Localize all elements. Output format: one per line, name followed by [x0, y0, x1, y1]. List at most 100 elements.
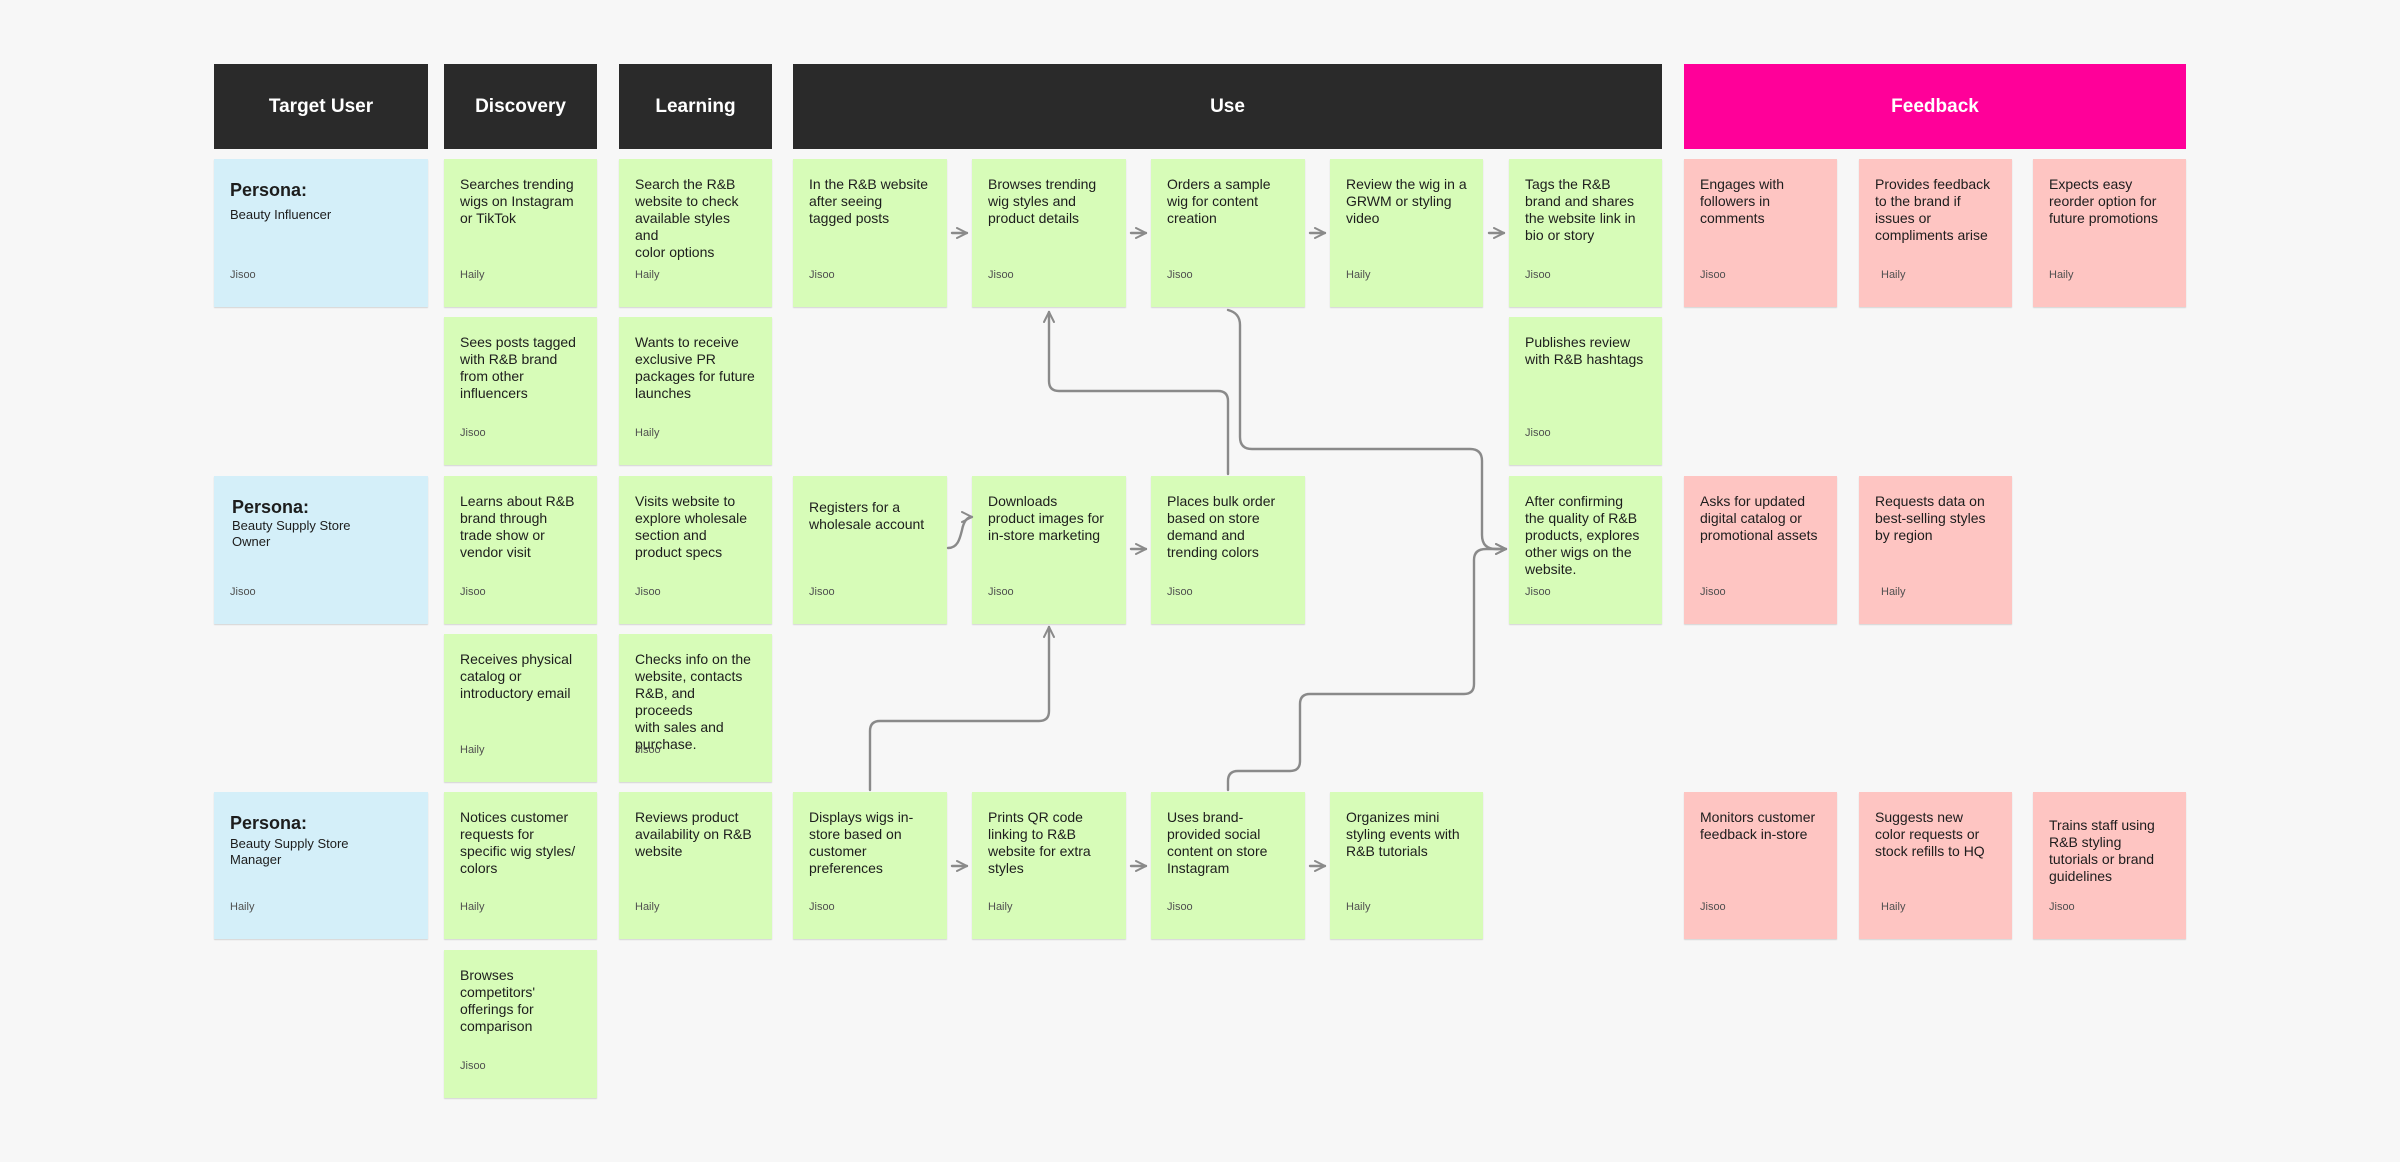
note-text: Trains staff using R&B styling tutorials… — [2049, 817, 2155, 884]
sticky-note[interactable]: Checks info on the website, contacts R&B… — [619, 634, 772, 782]
note-author: Haily — [2049, 269, 2074, 281]
note-author: Jisoo — [1525, 586, 1551, 598]
note-text: Receives physical catalog or introductor… — [460, 651, 573, 701]
note-author: Haily — [1881, 901, 1906, 913]
note-author: Jisoo — [988, 269, 1014, 281]
sticky-note[interactable]: Learns about R&B brand through trade sho… — [444, 476, 597, 624]
sticky-note[interactable]: Publishes review with R&B hashtags Jisoo — [1509, 317, 1662, 465]
sticky-note[interactable]: Review the wig in a GRWM or styling vide… — [1330, 159, 1483, 307]
note-author: Haily — [460, 901, 485, 913]
sticky-note[interactable]: Expects easy reorder option for future p… — [2033, 159, 2186, 307]
note-author: Jisoo — [809, 901, 835, 913]
note-author: Jisoo — [460, 427, 486, 439]
note-author: Jisoo — [988, 586, 1014, 598]
note-text: Tags the R&B brand and shares the websit… — [1525, 176, 1636, 243]
note-text: Visits website to explore wholesale sect… — [635, 493, 748, 560]
note-author: Jisoo — [1700, 901, 1726, 913]
note-text: Publishes review with R&B hashtags — [1525, 334, 1644, 367]
sticky-note[interactable]: Displays wigs in- store based on custome… — [793, 792, 947, 939]
note-author: Jisoo — [460, 1060, 486, 1072]
header-discovery: Discovery — [444, 64, 597, 149]
note-text: Sees posts tagged with R&B brand from ot… — [460, 334, 576, 401]
note-text: Uses brand- provided social content on s… — [1167, 809, 1268, 876]
sticky-note[interactable]: Requests data on best-selling styles by … — [1859, 476, 2012, 624]
sticky-note[interactable]: Browses competitors' offerings for compa… — [444, 950, 597, 1098]
connector-arrow — [946, 511, 974, 550]
note-text: Browses trending wig styles and product … — [988, 176, 1097, 226]
note-author: Haily — [635, 427, 660, 439]
note-author: Haily — [1346, 269, 1371, 281]
sticky-note[interactable]: Tags the R&B brand and shares the websit… — [1509, 159, 1662, 307]
sticky-note[interactable]: Search the R&B website to check availabl… — [619, 159, 772, 307]
note-text: Monitors customer feedback in-store — [1700, 809, 1816, 842]
persona-title: Persona: — [232, 497, 310, 517]
sticky-note[interactable]: Suggests new color requests or stock ref… — [1859, 792, 2012, 939]
note-text: Engages with followers in comments — [1700, 176, 1785, 226]
persona-store-manager[interactable]: Persona: Beauty Supply Store Manager Hai… — [214, 792, 428, 939]
note-text: Reviews product availability on R&B webs… — [635, 809, 752, 859]
sticky-note[interactable]: In the R&B website after seeing tagged p… — [793, 159, 947, 307]
sticky-note[interactable]: Wants to receive exclusive PR packages f… — [619, 317, 772, 465]
connector-arrow — [1043, 310, 1230, 476]
note-text: Search the R&B website to check availabl… — [635, 176, 739, 260]
persona-name: Beauty Supply Store Manager — [230, 836, 349, 867]
note-text: Registers for a wholesale account — [809, 499, 925, 532]
sticky-note[interactable]: Browses trending wig styles and product … — [972, 159, 1126, 307]
persona-beauty-influencer[interactable]: Persona: Beauty Influencer Jisoo — [214, 159, 428, 307]
sticky-note[interactable]: After confirming the quality of R&B prod… — [1509, 476, 1662, 624]
note-author: Jisoo — [1167, 586, 1193, 598]
note-author: Jisoo — [809, 586, 835, 598]
note-author: Jisoo — [460, 586, 486, 598]
sticky-note[interactable]: Engages with followers in comments Jisoo — [1684, 159, 1837, 307]
note-author: Jisoo — [1525, 427, 1551, 439]
sticky-note[interactable]: Registers for a wholesale account Jisoo — [793, 476, 947, 624]
persona-title: Persona: — [230, 813, 308, 833]
sticky-note[interactable]: Places bulk order based on store demand … — [1151, 476, 1305, 624]
sticky-note[interactable]: Reviews product availability on R&B webs… — [619, 792, 772, 939]
sticky-note[interactable]: Sees posts tagged with R&B brand from ot… — [444, 317, 597, 465]
note-text: Suggests new color requests or stock ref… — [1875, 809, 1985, 859]
header-learning: Learning — [619, 64, 772, 149]
note-text: Searches trending wigs on Instagram or T… — [460, 176, 574, 226]
sticky-note[interactable]: Receives physical catalog or introductor… — [444, 634, 597, 782]
sticky-note[interactable]: Searches trending wigs on Instagram or T… — [444, 159, 597, 307]
sticky-note[interactable]: Asks for updated digital catalog or prom… — [1684, 476, 1837, 624]
note-text: Orders a sample wig for content creation — [1167, 176, 1271, 226]
note-author: Jisoo — [1167, 901, 1193, 913]
sticky-note[interactable]: Orders a sample wig for content creation… — [1151, 159, 1305, 307]
note-text: Displays wigs in- store based on custome… — [809, 809, 914, 876]
note-author: Jisoo — [635, 744, 661, 756]
connector-arrow — [1226, 543, 1508, 792]
note-text: Downloads product images for in-store ma… — [988, 493, 1104, 543]
note-text: Requests data on best-selling styles by … — [1875, 493, 1986, 543]
note-text: Learns about R&B brand through trade sho… — [460, 493, 575, 560]
sticky-note[interactable]: Monitors customer feedback in-store Jiso… — [1684, 792, 1837, 939]
note-author: Haily — [1346, 901, 1371, 913]
sticky-note[interactable]: Trains staff using R&B styling tutorials… — [2033, 792, 2186, 939]
note-author: Jisoo — [2049, 901, 2075, 913]
note-text: In the R&B website after seeing tagged p… — [809, 176, 929, 226]
persona-store-owner[interactable]: Persona: Beauty Supply Store Owner Jisoo — [214, 476, 428, 624]
note-author: Haily — [635, 901, 660, 913]
connector-arrow — [1226, 308, 1508, 555]
note-author: Jisoo — [230, 586, 256, 598]
note-author: Haily — [988, 901, 1013, 913]
sticky-note[interactable]: Provides feedback to the brand if issues… — [1859, 159, 2012, 307]
note-author: Haily — [460, 269, 485, 281]
note-text: Wants to receive exclusive PR packages f… — [635, 334, 755, 401]
note-author: Jisoo — [1167, 269, 1193, 281]
header-target-user: Target User — [214, 64, 428, 149]
sticky-note[interactable]: Downloads product images for in-store ma… — [972, 476, 1126, 624]
note-text: Browses competitors' offerings for compa… — [460, 967, 536, 1034]
note-author: Haily — [635, 269, 660, 281]
note-author: Haily — [1881, 586, 1906, 598]
sticky-note[interactable]: Uses brand- provided social content on s… — [1151, 792, 1305, 939]
note-author: Jisoo — [1700, 269, 1726, 281]
sticky-note[interactable]: Notices customer requests for specific w… — [444, 792, 597, 939]
sticky-note[interactable]: Organizes mini styling events with R&B t… — [1330, 792, 1483, 939]
note-author: Jisoo — [1525, 269, 1551, 281]
note-author: Haily — [460, 744, 485, 756]
sticky-note[interactable]: Visits website to explore wholesale sect… — [619, 476, 772, 624]
sticky-note[interactable]: Prints QR code linking to R&B website fo… — [972, 792, 1126, 939]
note-author: Jisoo — [809, 269, 835, 281]
